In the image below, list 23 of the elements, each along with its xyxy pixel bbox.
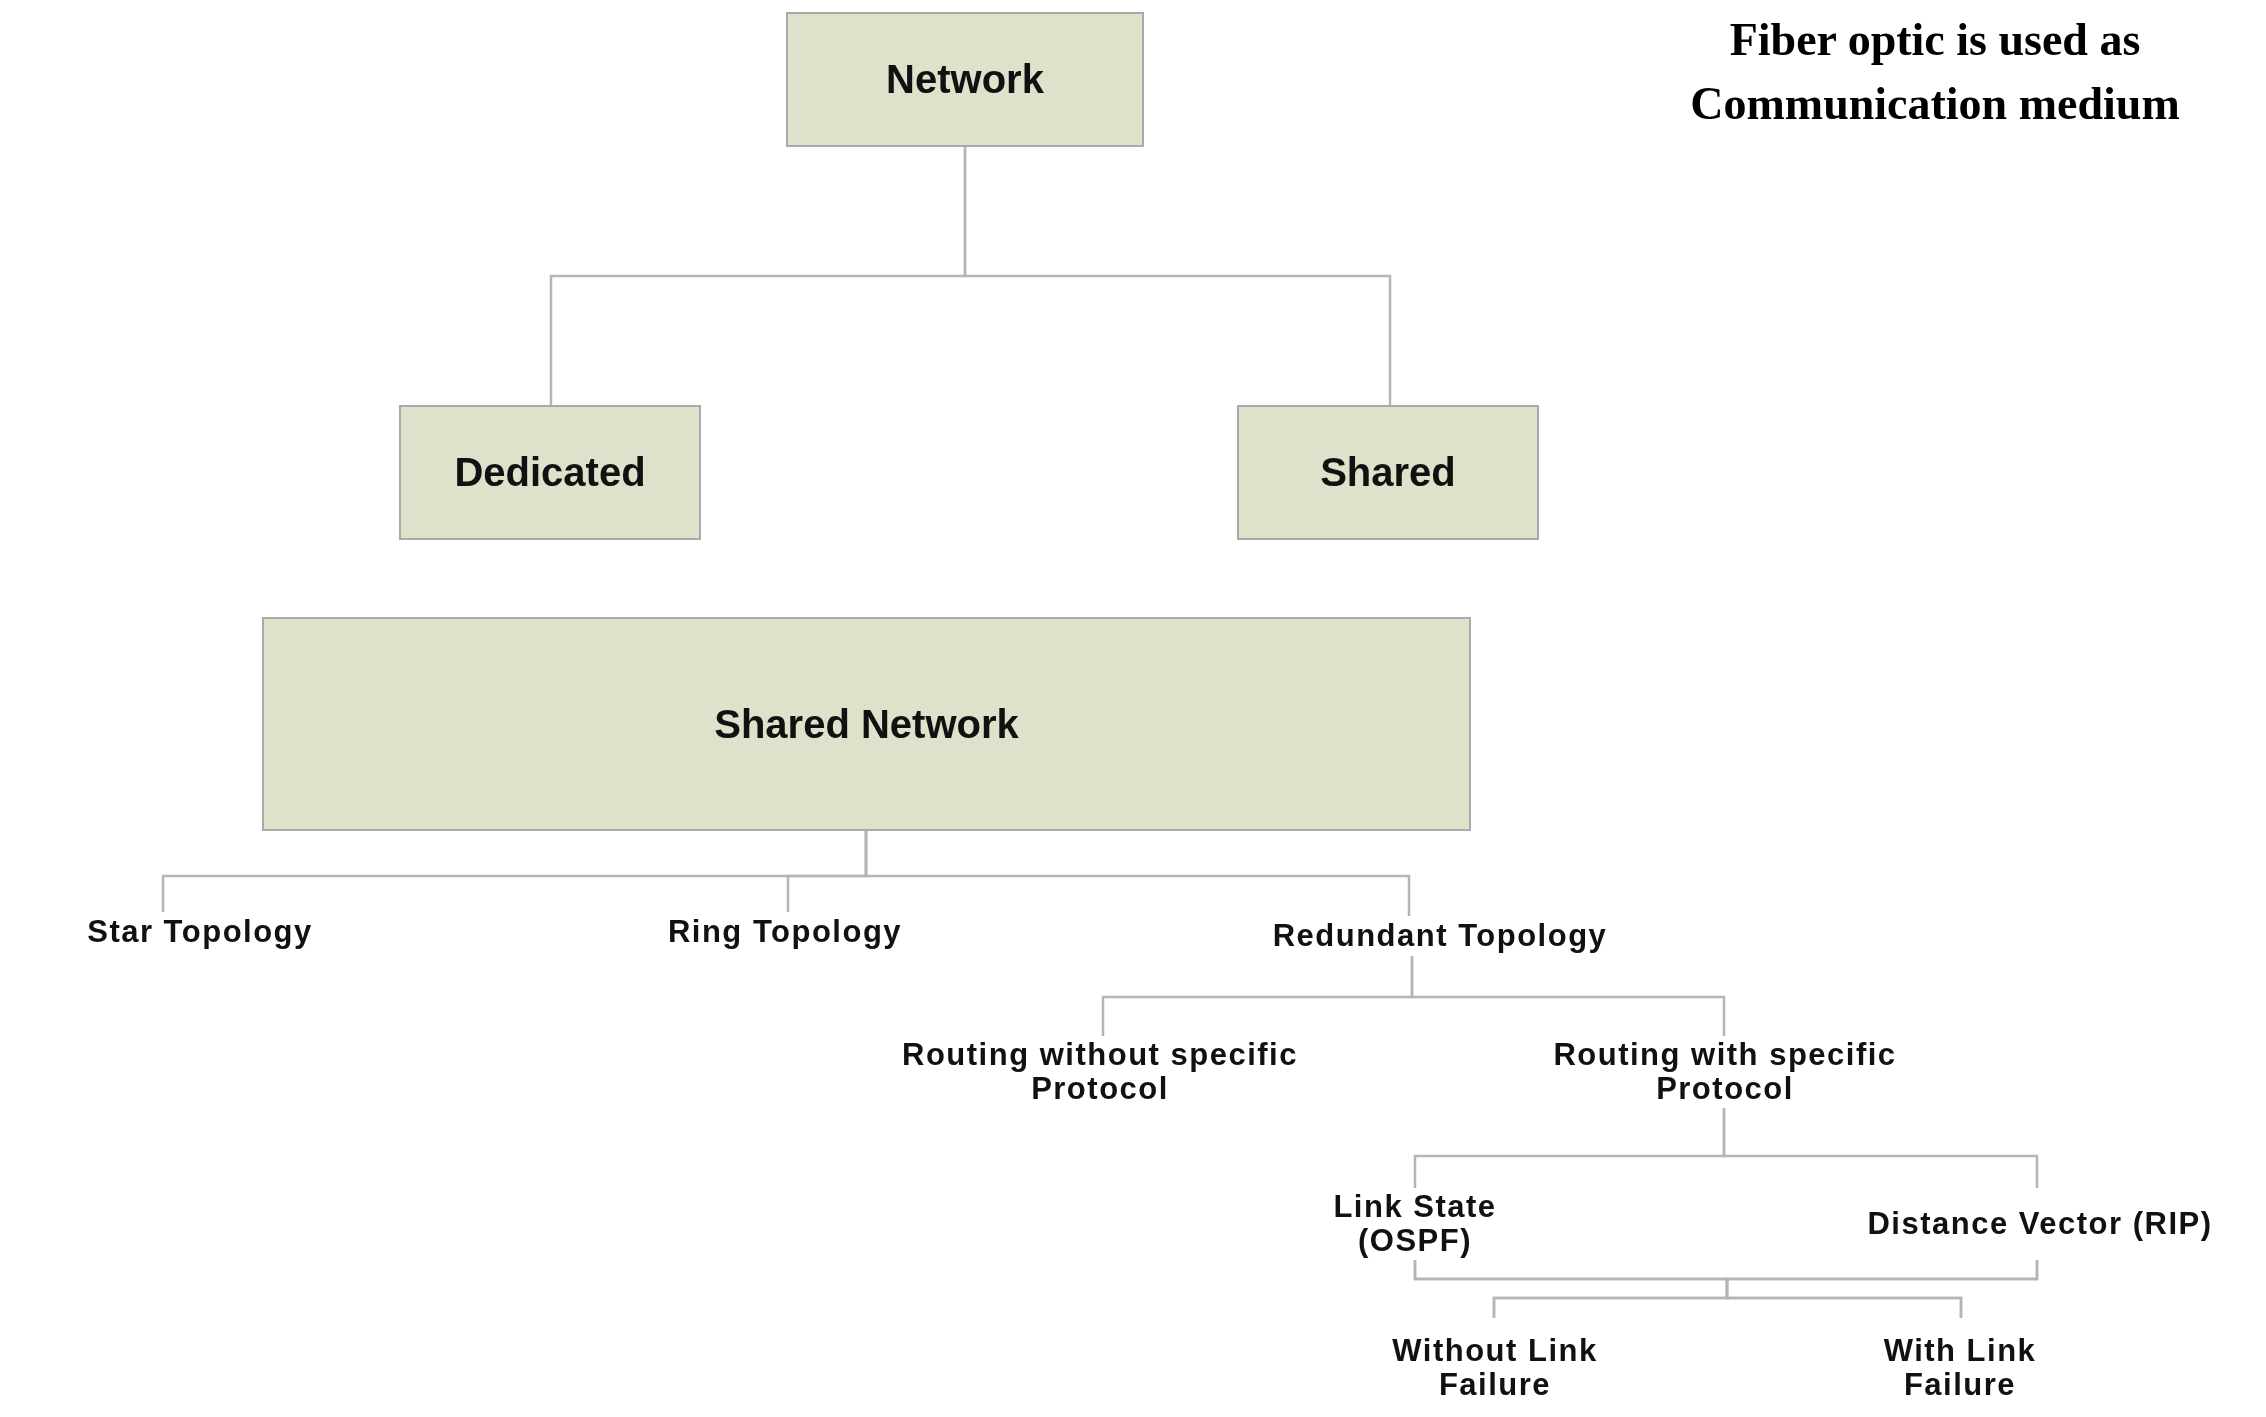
node-label: Ring Topology bbox=[667, 915, 903, 949]
connector-line bbox=[1410, 956, 1726, 1036]
process-box bbox=[1237, 405, 1539, 540]
node-label: Routing without specific Protocol bbox=[901, 1038, 1299, 1106]
connector-line bbox=[1725, 1260, 2039, 1318]
node-label: Routing with specific Protocol bbox=[1552, 1038, 1898, 1106]
note-text: Fiber optic is used as Communication medium bbox=[1689, 13, 2181, 131]
process-box bbox=[262, 617, 1471, 831]
process-box bbox=[399, 405, 701, 540]
node-label: Without Link Failure bbox=[1391, 1333, 1599, 1402]
node-label: Redundant Topology bbox=[1272, 919, 1608, 953]
node-label: Star Topology bbox=[87, 915, 313, 949]
process-box bbox=[786, 12, 1144, 147]
node-label: Shared bbox=[1320, 450, 1456, 495]
connector-line bbox=[864, 831, 1411, 916]
node-label: Distance Vector (RIP) bbox=[1867, 1207, 2213, 1241]
node-label: Link State (OSPF) bbox=[1332, 1190, 1498, 1258]
node-label: Network bbox=[886, 57, 1044, 102]
connector-line bbox=[963, 147, 1392, 405]
node-label: Shared Network bbox=[714, 701, 1019, 747]
node-label: Dedicated bbox=[454, 450, 646, 495]
node-label: With Link Failure bbox=[1882, 1333, 2038, 1402]
connector-line bbox=[1722, 1108, 2039, 1188]
